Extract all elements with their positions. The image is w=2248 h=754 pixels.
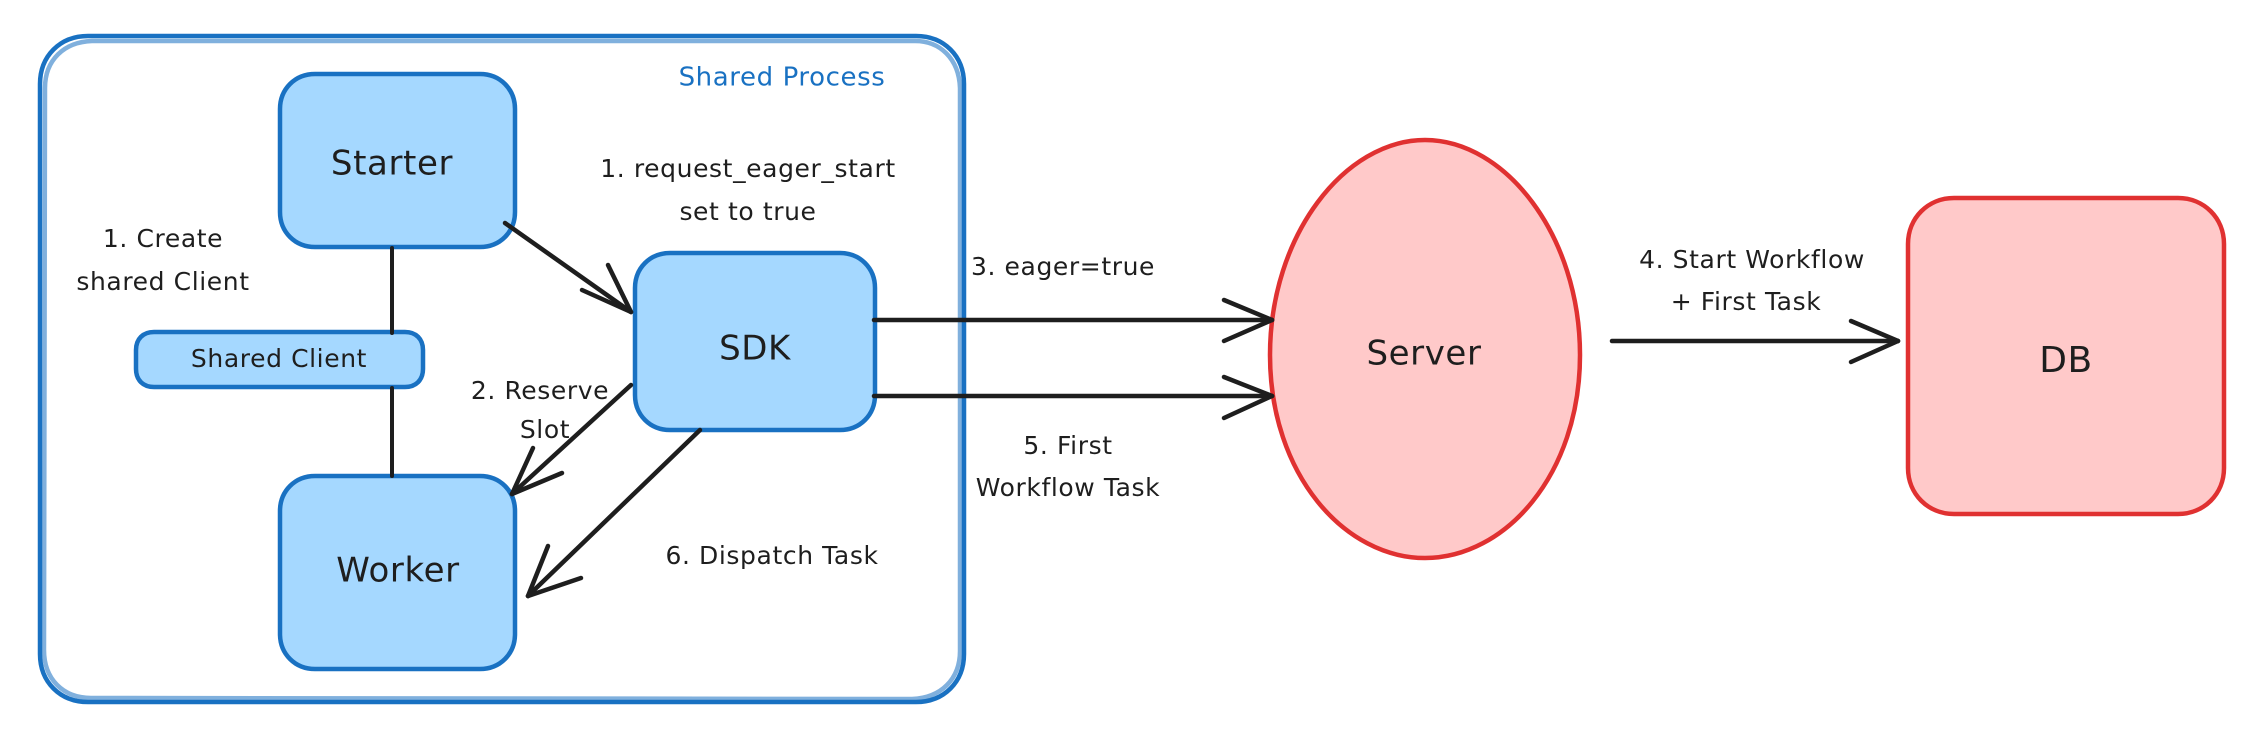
- sdk-shape: [632, 250, 878, 433]
- node-server[interactable]: Server: [1267, 137, 1583, 561]
- server-shape: [1267, 137, 1583, 561]
- edge-label-create-shared-client-line1: 1. Create: [103, 224, 223, 253]
- edge-label-reserve-slot-line2: Slot: [520, 415, 570, 444]
- node-shared-client[interactable]: Shared Client: [133, 329, 426, 390]
- edge-first-workflow-task[interactable]: 5. First Workflow Task: [871, 374, 1275, 502]
- edge-line-starter-sdk: [502, 220, 634, 315]
- edge-label-first-workflow-task-line2: Workflow Task: [976, 473, 1161, 502]
- edge-reserve-slot[interactable]: 2. Reserve Slot: [471, 376, 634, 497]
- edge-label-request-eager-start-line2: set to true: [679, 197, 816, 226]
- edge-label-start-workflow-line1: 4. Start Workflow: [1639, 245, 1865, 274]
- edge-request-eager-start[interactable]: 1. request_eager_start set to true: [502, 154, 896, 315]
- edge-label-create-shared-client-line2: shared Client: [76, 267, 249, 296]
- shared-client-shape: [133, 329, 426, 390]
- node-sdk[interactable]: SDK: [632, 250, 878, 433]
- edge-arrowhead-eager-a: [1221, 297, 1275, 323]
- edge-arrowhead-reserve-b: [509, 445, 536, 497]
- edge-arrowhead-starter-sdk-b: [605, 262, 634, 315]
- shared-client-label: Shared Client: [191, 344, 367, 373]
- starter-shape: [277, 71, 518, 250]
- edge-arrowhead-dispatch-a: [525, 575, 584, 599]
- edge-label-request-eager-start-line1: 1. request_eager_start: [600, 154, 896, 183]
- sdk-label: SDK: [719, 329, 792, 369]
- shared-process-boundary-pass2: [41, 38, 963, 702]
- edge-label-eager-true: 3. eager=true: [971, 252, 1155, 281]
- edge-arrowhead-firsttask-b: [1221, 393, 1275, 421]
- edge-arrowhead-eager-b: [1221, 317, 1275, 344]
- edge-arrowhead-dispatch-b: [525, 543, 551, 599]
- db-label: DB: [2039, 340, 2093, 381]
- edge-arrowhead-firsttask-a: [1221, 374, 1275, 399]
- group-label-shared-process: Shared Process: [679, 63, 886, 93]
- starter-label: Starter: [331, 144, 453, 184]
- edge-arrowhead-startwf-b: [1848, 338, 1901, 365]
- edge-line-sdk-worker-reserve: [509, 382, 634, 497]
- edge-arrowhead-startwf-a: [1848, 318, 1901, 344]
- node-worker[interactable]: Worker: [277, 473, 518, 672]
- edge-arrowhead-reserve-a: [509, 470, 565, 497]
- edge-label-reserve-slot-line1: 2. Reserve: [471, 376, 609, 405]
- edge-arrowhead-starter-sdk-a: [579, 287, 634, 315]
- edge-eager-true[interactable]: 3. eager=true: [871, 252, 1275, 344]
- edge-label-dispatch-task: 6. Dispatch Task: [665, 541, 878, 570]
- edge-dispatch-task[interactable]: 6. Dispatch Task: [525, 427, 879, 599]
- edge-label-first-workflow-task-line1: 5. First: [1023, 431, 1112, 460]
- group-shared-process[interactable]: Shared Process: [37, 33, 967, 705]
- edge-create-shared-client[interactable]: 1. Create shared Client: [76, 224, 394, 478]
- db-shape: [1905, 195, 2227, 517]
- worker-label: Worker: [336, 551, 459, 591]
- edge-line-sdk-worker-dispatch: [525, 427, 703, 599]
- node-db[interactable]: DB: [1905, 195, 2227, 517]
- edge-label-start-workflow-line2: + First Task: [1671, 287, 1822, 316]
- server-label: Server: [1366, 334, 1481, 374]
- node-starter[interactable]: Starter: [277, 71, 518, 250]
- edge-start-workflow[interactable]: 4. Start Workflow + First Task: [1609, 245, 1901, 365]
